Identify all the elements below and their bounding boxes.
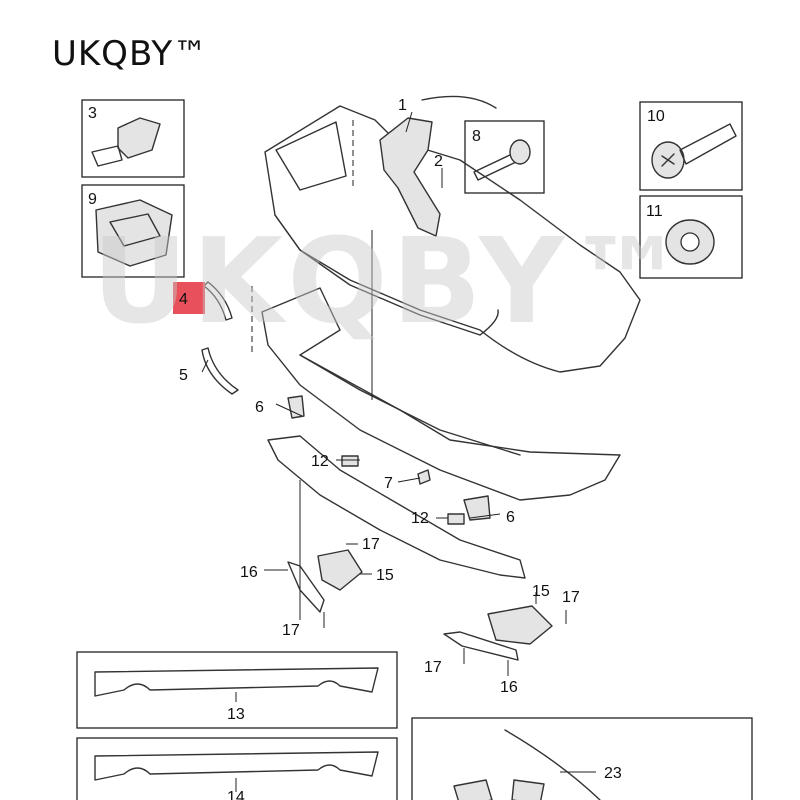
clip-6b bbox=[463, 495, 491, 521]
callout-6a: 6 bbox=[255, 399, 264, 416]
bracket-16-left bbox=[287, 561, 325, 613]
callout-8: 8 bbox=[472, 128, 481, 145]
inset-box-9 bbox=[81, 184, 185, 278]
callout-1: 1 bbox=[398, 97, 407, 114]
callout-6b: 6 bbox=[506, 509, 515, 526]
callout-5: 5 bbox=[179, 367, 188, 384]
callout-12a: 12 bbox=[311, 453, 329, 470]
exhaust-tip-right bbox=[487, 605, 553, 645]
inset-box-3 bbox=[81, 99, 185, 178]
callout-11: 11 bbox=[646, 203, 663, 220]
inset-box-11 bbox=[639, 195, 743, 279]
callout-16b: 16 bbox=[500, 679, 518, 696]
inset-box-23 bbox=[411, 717, 753, 800]
clip-6a bbox=[287, 395, 305, 419]
brand-title: UKQBY™ bbox=[52, 34, 209, 74]
inset-box-8 bbox=[464, 120, 545, 194]
inset-box-13 bbox=[76, 651, 398, 729]
leader-lines bbox=[201, 111, 596, 792]
bracket-1 bbox=[379, 95, 497, 237]
callout-17b: 17 bbox=[282, 622, 300, 639]
callout-4: 4 bbox=[179, 291, 188, 308]
callout-23: 23 bbox=[604, 765, 622, 782]
clip-12b bbox=[447, 513, 465, 525]
callout-17a: 17 bbox=[362, 536, 380, 553]
dashed-lines bbox=[251, 120, 354, 352]
callout-2: 2 bbox=[434, 153, 443, 170]
callout-17d: 17 bbox=[424, 659, 442, 676]
bumper-cover bbox=[264, 105, 641, 373]
callout-10: 10 bbox=[647, 108, 665, 125]
callout-15a: 15 bbox=[376, 567, 394, 584]
callout-9: 9 bbox=[88, 191, 97, 208]
highlight-box-4 bbox=[173, 282, 205, 314]
exhaust-tip-left bbox=[317, 549, 363, 591]
reflector-area bbox=[275, 121, 347, 191]
callout-3: 3 bbox=[88, 105, 97, 122]
callout-15b: 15 bbox=[532, 583, 550, 600]
trim-strip-5 bbox=[201, 347, 239, 395]
callout-7: 7 bbox=[384, 475, 393, 492]
callout-12b: 12 bbox=[411, 510, 429, 527]
callout-16a: 16 bbox=[240, 564, 258, 581]
diffuser bbox=[267, 435, 526, 579]
bracket-16-right bbox=[443, 631, 519, 661]
inset-box-14 bbox=[76, 737, 398, 800]
callout-14: 14 bbox=[227, 789, 245, 800]
callout-17c: 17 bbox=[562, 589, 580, 606]
trim-strip-4 bbox=[203, 281, 233, 321]
clip-12a bbox=[341, 455, 359, 467]
callout-13: 13 bbox=[227, 706, 245, 723]
lower-valance bbox=[261, 287, 621, 501]
plug-7 bbox=[417, 469, 431, 485]
inset-box-10 bbox=[639, 101, 743, 191]
